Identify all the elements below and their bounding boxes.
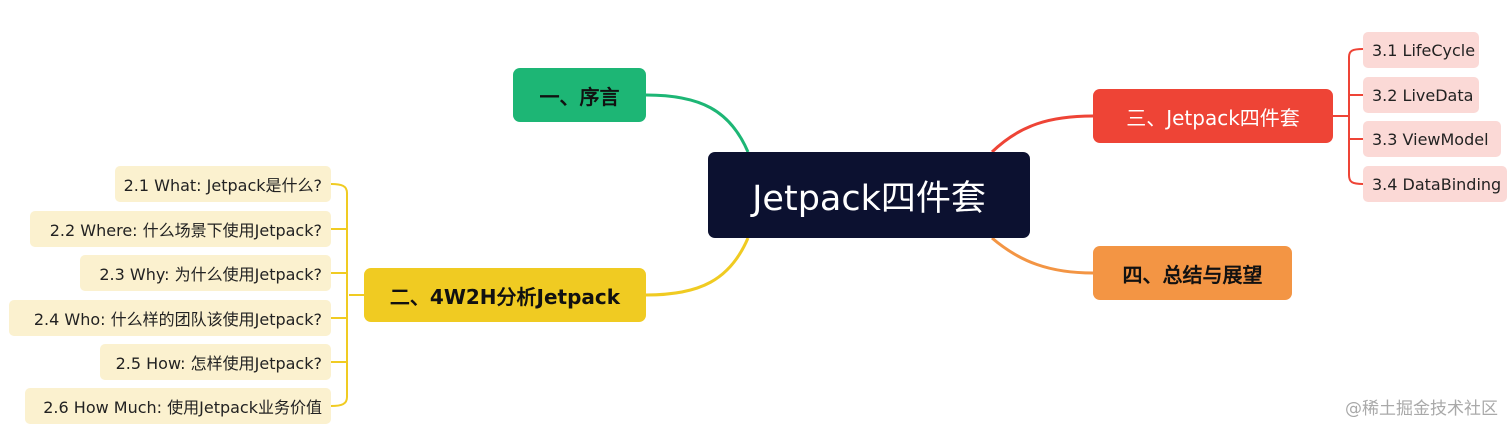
leaf-2-4-who[interactable]: 2.4 Who: 什么样的团队该使用Jetpack? — [9, 300, 331, 336]
branch-preface[interactable]: 一、序言 — [513, 68, 646, 122]
bracket-components — [1333, 48, 1364, 185]
root-node[interactable]: Jetpack四件套 — [708, 152, 1030, 238]
leaf-3-2-livedata[interactable]: 3.2 LiveData — [1363, 77, 1479, 113]
leaf-3-1-lifecycle[interactable]: 3.1 LifeCycle — [1363, 32, 1479, 68]
bracket-analysis — [330, 183, 364, 407]
link-root-components — [990, 114, 1094, 154]
leaf-2-3-why[interactable]: 2.3 Why: 为什么使用Jetpack? — [80, 255, 331, 291]
leaf-3-4-databinding[interactable]: 3.4 DataBinding — [1363, 166, 1507, 202]
branch-4w2h-analysis[interactable]: 二、4W2H分析Jetpack — [364, 268, 646, 322]
leaf-3-3-viewmodel[interactable]: 3.3 ViewModel — [1363, 121, 1501, 157]
link-root-analysis — [645, 237, 750, 297]
leaf-2-2-where[interactable]: 2.2 Where: 什么场景下使用Jetpack? — [30, 211, 331, 247]
branch-jetpack-four-components[interactable]: 三、Jetpack四件套 — [1093, 89, 1333, 143]
branch-summary[interactable]: 四、总结与展望 — [1093, 246, 1292, 300]
watermark: @稀土掘金技术社区 — [1345, 399, 1498, 419]
link-root-preface — [645, 93, 750, 153]
leaf-2-5-how[interactable]: 2.5 How: 怎样使用Jetpack? — [100, 344, 331, 380]
link-root-summary — [991, 236, 1094, 275]
leaf-2-6-how-much[interactable]: 2.6 How Much: 使用Jetpack业务价值 — [25, 388, 331, 424]
leaf-2-1-what[interactable]: 2.1 What: Jetpack是什么? — [115, 166, 331, 202]
